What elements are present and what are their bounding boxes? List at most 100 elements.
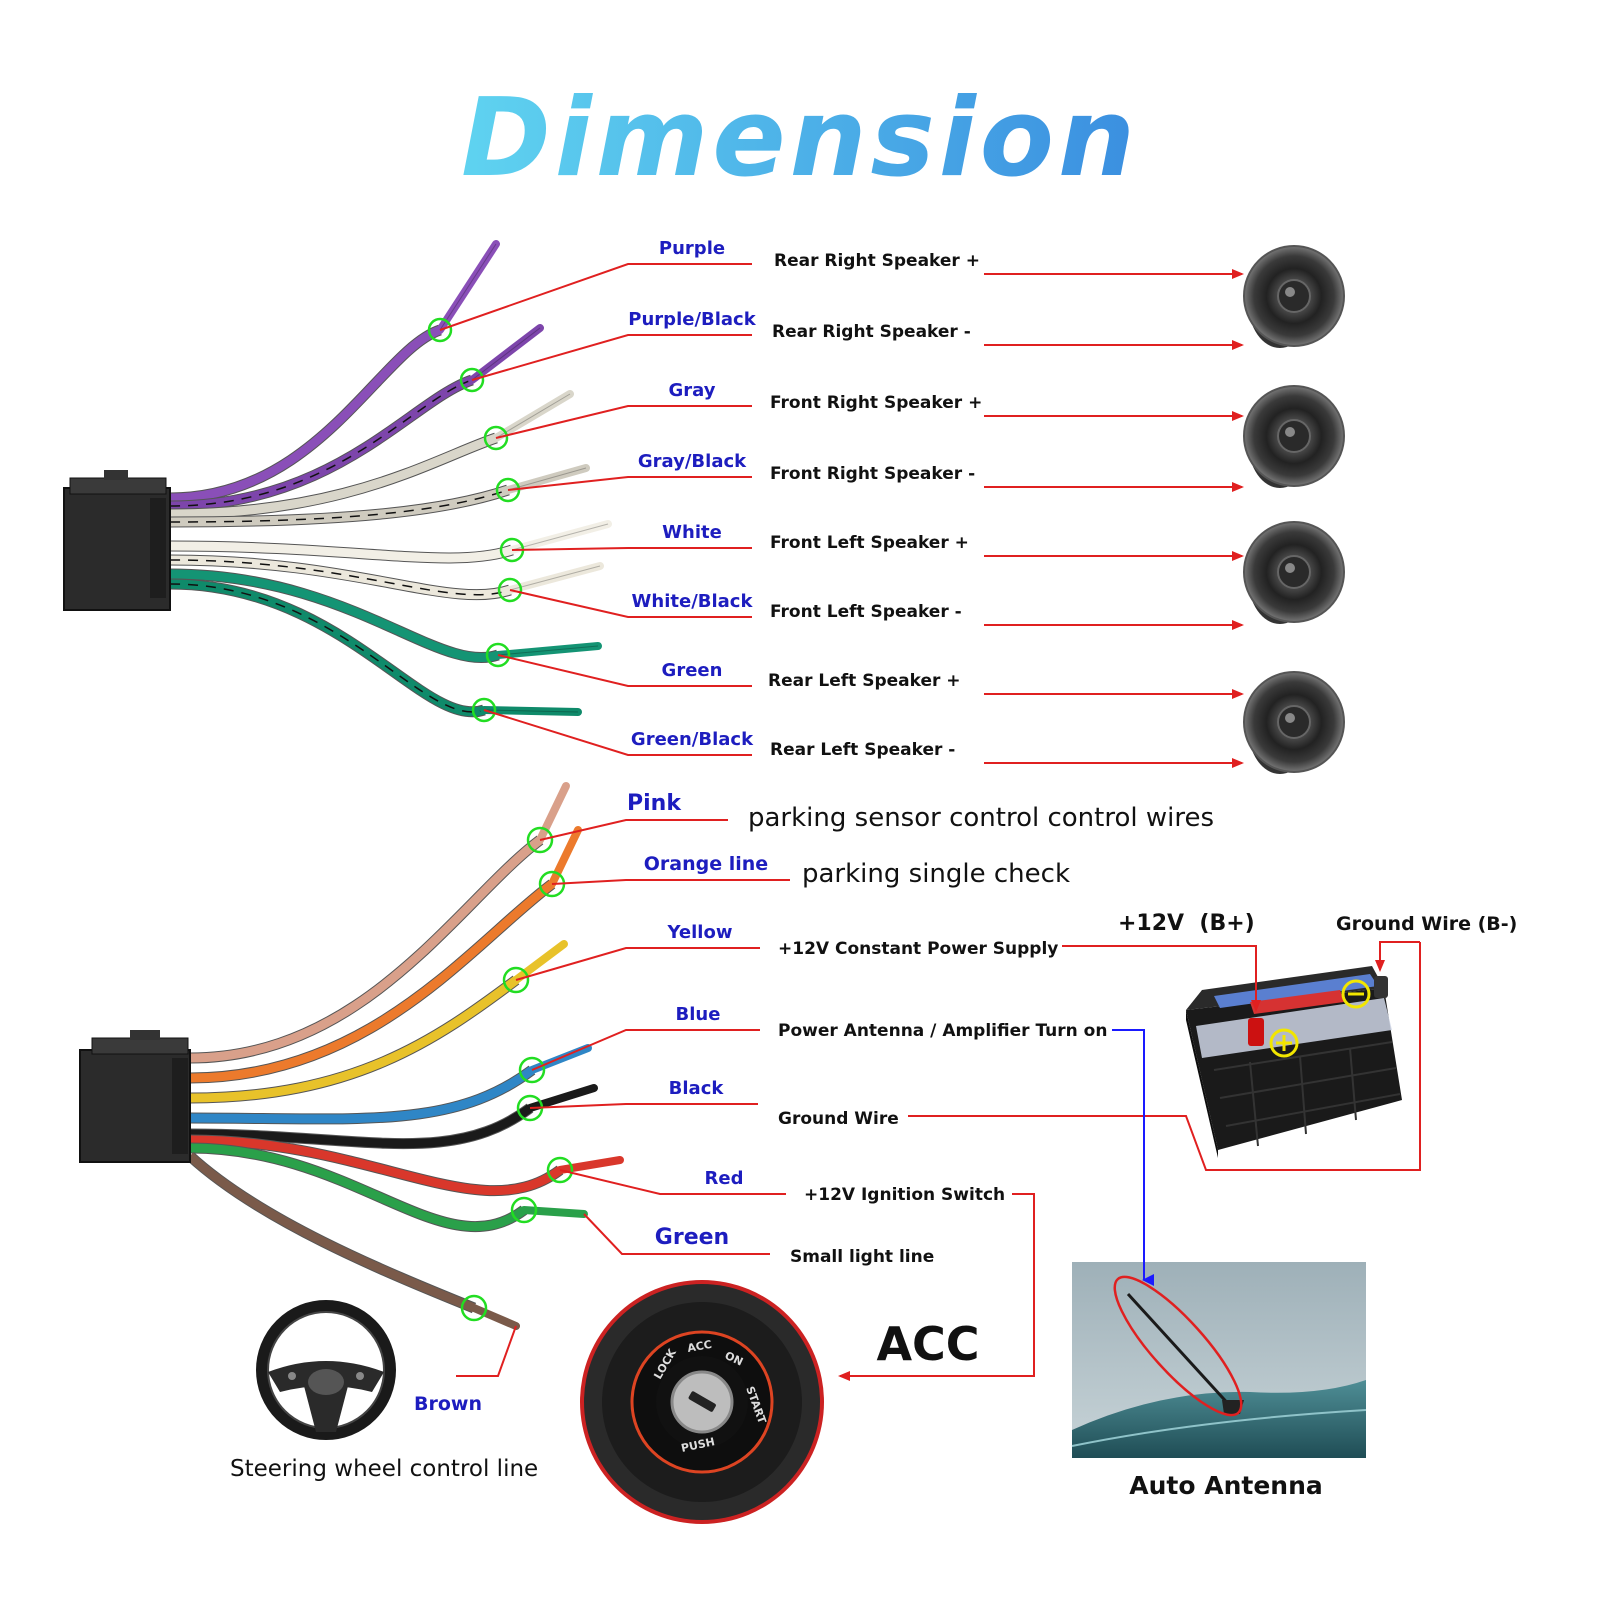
speaker-dustcap <box>1277 555 1311 589</box>
leader-line <box>583 1213 770 1255</box>
speaker-wire-tip <box>436 240 500 334</box>
speaker-wire-tip-edge <box>483 709 579 713</box>
speaker-wire-tip <box>480 706 582 716</box>
power-wire-tip <box>470 1304 520 1330</box>
battery-positive-label: +12V (B+) <box>1118 911 1255 936</box>
wire-function-label: Front Left Speaker - <box>770 602 962 622</box>
wire-function-label: Front Right Speaker + <box>770 393 982 413</box>
speaker-wire-bundle <box>169 240 612 718</box>
joint-circle-icon <box>526 826 554 854</box>
antenna-leader-line <box>1112 1029 1154 1286</box>
ignition-switch-icon: LOCK ACC ON START PUSH <box>580 1280 824 1524</box>
speaker-wire-stripe <box>169 559 511 596</box>
wire-color-label: Blue <box>676 1004 721 1025</box>
speaker-icon <box>1243 671 1345 774</box>
wire-function-label: Front Right Speaker - <box>770 464 975 484</box>
wire-function-label: Front Left Speaker + <box>770 533 969 553</box>
speaker-wire-tip <box>494 642 602 659</box>
leader-line <box>495 405 752 439</box>
wire-function-label: Rear Left Speaker - <box>770 740 955 760</box>
leader-line <box>529 1103 758 1109</box>
wire-color-label: White/Black <box>632 591 754 612</box>
wire-function-label: Small light line <box>790 1247 934 1267</box>
power-wire-core <box>189 1066 535 1124</box>
wire-color-label: Green <box>655 1225 729 1250</box>
leader-line <box>497 654 752 687</box>
acc-label: ACC <box>876 1317 979 1371</box>
power-connector-icon <box>79 1030 191 1163</box>
speaker-wire-core <box>169 579 486 717</box>
power-wire-core <box>189 836 543 1063</box>
wire-color-label: Black <box>669 1078 725 1099</box>
power-wire-core <box>189 1143 527 1232</box>
joint-circle-icon <box>427 317 453 343</box>
speaker-icon <box>1243 521 1345 624</box>
speaker-wire-stripe <box>169 379 473 507</box>
leader-line <box>531 1029 760 1071</box>
wire-color-label: Green <box>662 660 723 681</box>
wire-function-label: +12V Constant Power Supply <box>778 939 1058 959</box>
joint-circle-icon <box>460 1294 488 1322</box>
speaker-highlight <box>1285 563 1295 573</box>
wire-color-label: Purple <box>659 238 725 259</box>
power-wire-tip <box>548 826 582 888</box>
joint-circle-icon <box>459 367 485 393</box>
leader-line <box>551 879 790 885</box>
leader-line <box>483 709 752 756</box>
speaker-wire-tip <box>492 390 574 442</box>
power-wire-tip <box>536 782 570 844</box>
wire-function-label: parking sensor control control wires <box>748 803 1214 833</box>
steering-wheel-icon <box>256 1300 396 1440</box>
leader-line <box>507 476 752 491</box>
joint-circle-icon <box>510 1196 538 1224</box>
speaker-dustcap <box>1277 419 1311 453</box>
speaker-wire-tip <box>508 520 612 554</box>
speaker-icon <box>1243 245 1345 348</box>
speaker-wire-tip-edge <box>497 645 599 656</box>
speaker-leader-lines <box>427 263 1244 768</box>
joint-circle-icon <box>471 697 497 723</box>
speaker-wire-core <box>169 569 500 663</box>
battery-leader-lines <box>908 941 1421 1171</box>
wire-color-label: Green/Black <box>631 729 754 750</box>
speaker-wire-tip-edge <box>471 327 541 381</box>
wire-color-label: Gray/Black <box>638 451 747 472</box>
power-wire-core <box>189 1104 533 1149</box>
battery-negative-label: Ground Wire (B-) <box>1336 913 1517 935</box>
wire-color-label: Gray <box>669 380 716 401</box>
leader-line <box>439 263 752 331</box>
joint-circle-icon <box>483 425 509 451</box>
speaker-wire-core <box>169 325 442 503</box>
speaker-highlight <box>1285 713 1295 723</box>
power-wire-tip <box>520 1206 588 1218</box>
wire-function-label: +12V Ignition Switch <box>804 1185 1005 1205</box>
speaker-wire-stripe <box>169 489 509 523</box>
wire-function-label: parking single check <box>802 859 1070 889</box>
leader-line <box>511 547 752 551</box>
speaker-highlight <box>1285 287 1295 297</box>
speaker-wire-tip <box>504 464 590 494</box>
speaker-icons <box>1243 245 1345 774</box>
wire-color-label: Purple/Black <box>628 309 756 330</box>
power-wire-bundle <box>186 782 624 1330</box>
joint-circle-icon <box>518 1056 546 1084</box>
leader-line <box>509 589 752 618</box>
speaker-wire-core <box>169 541 514 563</box>
wire-function-label: Rear Left Speaker + <box>768 671 961 691</box>
joint-circle-icon <box>485 642 511 668</box>
speaker-wire-tip-edge <box>511 523 609 551</box>
leader-line <box>456 1325 517 1377</box>
speaker-wire-tip <box>506 562 604 594</box>
leader-line <box>515 947 760 981</box>
wire-function-label: Steering wheel control line <box>230 1456 538 1482</box>
wire-function-label: Rear Right Speaker - <box>772 322 971 342</box>
power-leader-lines <box>456 819 790 1377</box>
leader-line <box>559 1169 786 1195</box>
joint-circle-icon <box>502 966 530 994</box>
wire-color-label: Red <box>705 1168 744 1189</box>
power-wire-core <box>189 880 555 1083</box>
